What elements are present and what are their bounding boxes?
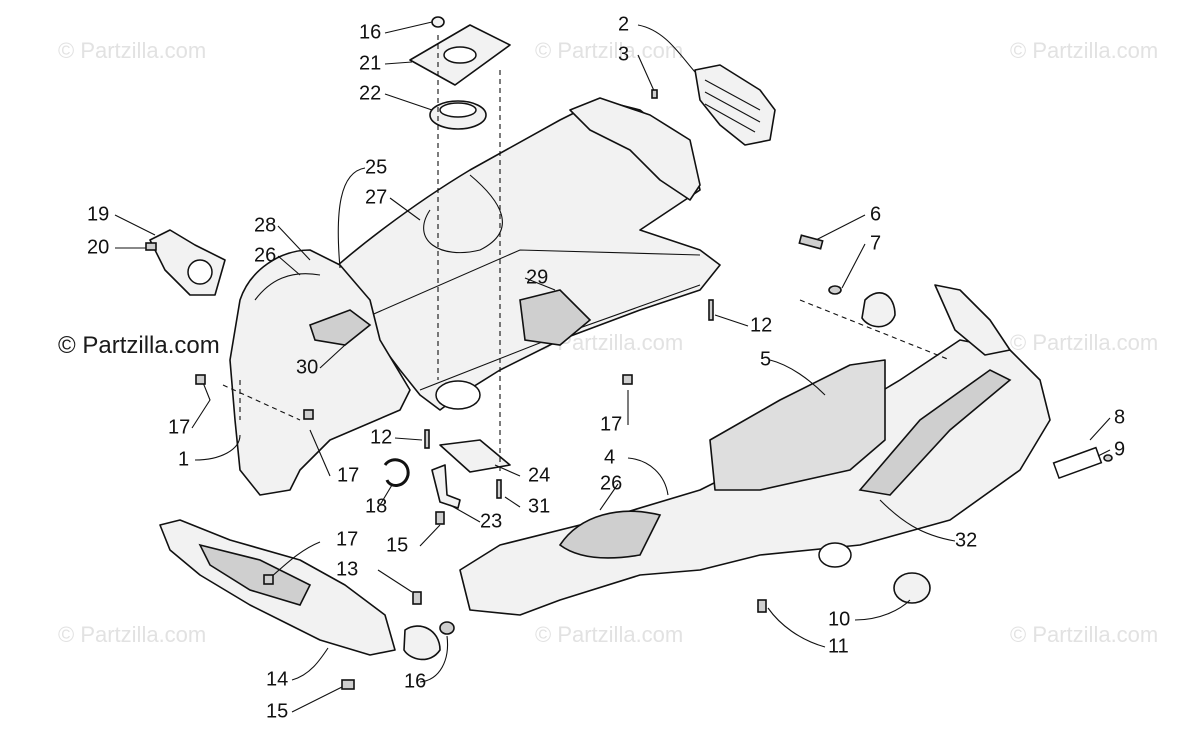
callout-28: 28 [254,214,276,236]
plug [893,572,931,604]
bumper-shade [198,543,312,606]
callout-26: 26 [254,244,276,266]
callout-24: 24 [528,464,550,486]
parts-artwork [149,16,1103,661]
callout-16: 16 [404,670,426,692]
callout-8: 8 [1114,406,1125,428]
callout-12: 12 [370,426,392,448]
callout-22: 22 [359,82,381,104]
callout-7: 7 [870,232,881,254]
callout-9: 9 [1114,438,1125,460]
right-side-graphic [858,369,1012,496]
callout-11: 11 [828,635,849,657]
callout-15: 15 [386,534,408,556]
left-side-panel [229,249,411,496]
washer-patch [403,625,441,661]
callout-3: 3 [618,43,629,65]
callout-12: 12 [750,314,772,336]
callout-19: 19 [87,203,109,225]
cover-plate [439,439,511,473]
callout-4: 4 [604,446,615,468]
callout-31: 31 [528,495,550,517]
hole-plate [435,380,481,410]
callout-29: 29 [526,266,548,288]
intake-duct [149,229,226,296]
lower-duct [558,510,662,559]
callout-27: 27 [365,186,387,208]
callout-16: 16 [359,21,381,43]
washer-patch [861,292,896,328]
rear-tunnel [569,97,701,201]
callout-20: 20 [87,236,109,258]
callout-25: 25 [365,156,387,178]
callout-26: 26 [600,472,622,494]
callout-5: 5 [760,348,771,370]
leader-lines [114,21,1111,713]
callout-numbers: 16 21 22 2 3 25 27 19 20 28 26 6 7 29 12… [87,13,1125,722]
belly-pan-shade [519,289,592,346]
callout-32: 32 [955,529,977,551]
callout-18: 18 [365,495,387,517]
callout-30: 30 [296,356,318,378]
hardware [145,89,1113,690]
left-side-vent [308,309,372,346]
emblem [1052,446,1103,480]
callout-17: 17 [337,464,359,486]
callout-17: 17 [600,413,622,435]
right-side-upper [934,284,1011,356]
callout-14: 14 [266,668,288,690]
callout-13: 13 [336,558,358,580]
callout-17: 17 [336,528,358,550]
callout-17: 17 [168,416,190,438]
callout-2: 2 [618,13,629,35]
callout-1: 1 [178,448,189,470]
callout-15: 15 [266,700,288,722]
callout-6: 6 [870,203,881,225]
callout-21: 21 [359,52,381,74]
insulation-pad [709,359,886,491]
callout-23: 23 [480,510,502,532]
callout-10: 10 [828,608,850,630]
bracket [431,464,461,509]
